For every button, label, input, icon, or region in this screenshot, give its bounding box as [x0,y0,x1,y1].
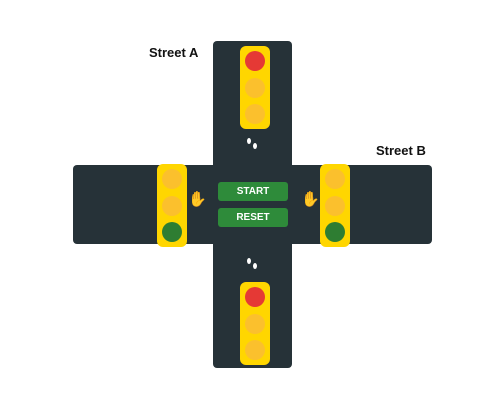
street-a-north-traffic-light [240,46,270,129]
stop-hand-icon: ✋ [188,191,207,208]
red-lamp [325,169,345,189]
green-lamp [162,222,182,242]
red-lamp [245,51,265,71]
green-lamp [245,104,265,124]
green-lamp [325,222,345,242]
street-b-east-traffic-light [320,164,350,247]
stop-hand-icon: ✋ [301,191,320,208]
street-b-west-traffic-light [157,164,187,247]
street-a-south-traffic-light [240,282,270,365]
reset-button[interactable]: RESET [218,208,288,227]
red-lamp [245,287,265,307]
green-lamp [245,340,265,360]
yellow-lamp [245,313,265,334]
street-b-label: Street B [376,143,426,158]
yellow-lamp [245,77,265,98]
walk-footprints-icon [245,257,259,273]
walk-footprints-icon [245,137,259,153]
yellow-lamp [325,195,345,216]
street-a-label: Street A [149,45,199,60]
red-lamp [162,169,182,189]
start-button[interactable]: START [218,182,288,201]
street-b-road [73,165,432,244]
yellow-lamp [162,195,182,216]
